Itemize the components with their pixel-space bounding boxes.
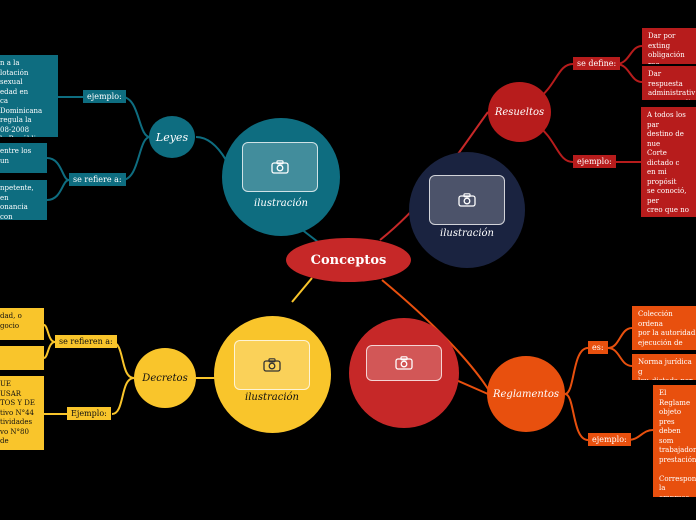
resueltos-define-box-1: Dar por exting obligación rec otra parte…	[642, 28, 696, 64]
camera-icon	[458, 193, 476, 207]
leyes-label: Leyes	[155, 130, 189, 144]
decretos-node[interactable]: Decretos	[134, 348, 196, 408]
decretos-illustration-node[interactable]: ilustración	[214, 316, 331, 433]
reglamentos-ejemplo-tag[interactable]: ejemplo:	[588, 433, 631, 446]
leyes-ejemplo-box: n a la lotación sexual edad en ca Domini…	[0, 55, 58, 137]
leyes-refiere-tag[interactable]: se refiere a:	[69, 173, 126, 186]
leyes-ejemplo-tag[interactable]: ejemplo:	[83, 90, 126, 103]
central-topic[interactable]: Conceptos	[286, 238, 411, 282]
resueltos-node[interactable]: Resueltos	[488, 82, 551, 142]
decretos-image-placeholder	[234, 340, 310, 390]
leyes-illustration-node[interactable]: ilustración	[222, 118, 340, 236]
reglamentos-es-box-1: Colección ordena por la autoridad ejecuc…	[632, 306, 696, 350]
resueltos-illustration-label: ilustración	[440, 228, 494, 239]
camera-icon	[263, 358, 281, 372]
leyes-node[interactable]: Leyes	[149, 116, 195, 158]
link-reglamentos-ejemplo-box	[627, 429, 654, 441]
reglamentos-label: Reglamentos	[492, 388, 560, 400]
reglamentos-es-tag[interactable]: es:	[588, 341, 608, 354]
link-reglamentos-tags	[564, 347, 589, 441]
link-reglamentos-illus	[455, 379, 489, 395]
resueltos-ejemplo-box: A todos los par destino de nue Corte dic…	[641, 107, 696, 217]
leyes-refiere-box-2: npetente, en onancia con ados.	[0, 180, 47, 220]
link-reglamentos-es-boxes	[607, 327, 633, 367]
leyes-illustration-label: ilustración	[254, 198, 308, 209]
leyes-image-placeholder	[242, 142, 318, 192]
link-central-decretos	[291, 277, 313, 303]
decretos-ejemplo-tag[interactable]: Ejemplo:	[67, 407, 111, 420]
resueltos-image-placeholder	[429, 175, 505, 225]
reglamentos-node[interactable]: Reglamentos	[487, 356, 565, 432]
link-leyes-refiere-boxes	[46, 157, 70, 201]
camera-icon	[395, 356, 413, 370]
reglamentos-image-placeholder	[366, 345, 442, 381]
decretos-ejemplo-box: UE USAR TOS Y DE tivo N°44 tividades vo …	[0, 376, 44, 450]
resueltos-define-box-2: Dar respuesta administrativ correspondie…	[642, 66, 696, 100]
resueltos-ejemplo-tag[interactable]: ejemplo:	[573, 155, 616, 168]
reglamentos-illustration-node[interactable]	[349, 318, 459, 428]
decretos-illustration-label: ilustración	[245, 392, 299, 403]
resueltos-define-tag[interactable]: se define:	[573, 57, 621, 70]
link-decretos-refieren-boxes	[43, 324, 56, 359]
decretos-refieren-tag[interactable]: se refieren a:	[55, 335, 117, 348]
camera-icon	[271, 160, 289, 174]
leyes-refiere-box-1: entre los un	[0, 143, 47, 173]
link-leyes-illus	[195, 136, 227, 161]
decretos-label: Decretos	[142, 372, 188, 384]
link-leyes-tags	[121, 96, 151, 181]
resueltos-label: Resueltos	[494, 106, 545, 118]
link-decretos-tags	[111, 341, 135, 415]
reglamentos-es-box-2: Norma jurídica g ley, dictada por c	[632, 354, 696, 380]
resueltos-illustration-node[interactable]: ilustración	[409, 152, 525, 268]
reglamentos-ejemplo-box: El Reglame objeto pres deben som trabaja…	[653, 385, 696, 497]
decretos-refieren-box-2	[0, 346, 44, 370]
decretos-refieren-box-1: dad, o gocio	[0, 308, 44, 340]
central-topic-label: Conceptos	[310, 252, 387, 268]
